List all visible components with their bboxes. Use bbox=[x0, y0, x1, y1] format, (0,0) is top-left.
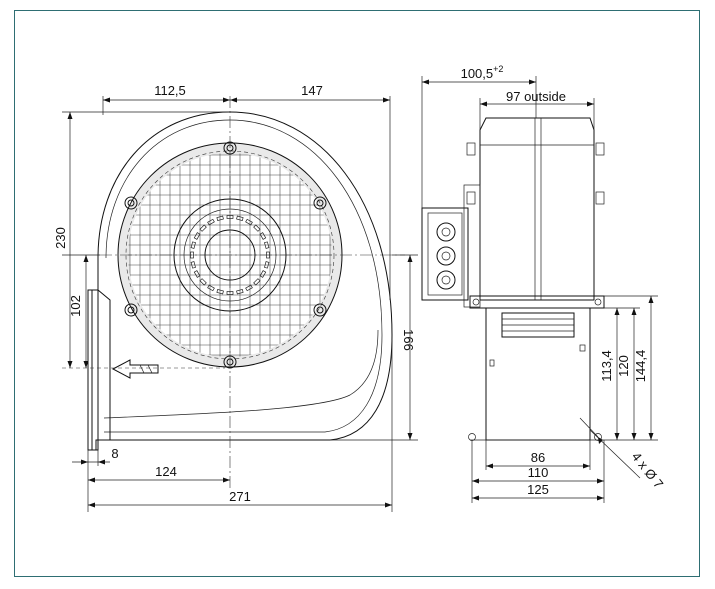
dim-side-right-3: 144,4 bbox=[633, 350, 648, 383]
mounting-hole-right-bottom-inner bbox=[316, 306, 324, 314]
cable-gland-1-inner bbox=[441, 227, 451, 237]
hub-slot bbox=[253, 278, 261, 286]
outlet-marker-right bbox=[579, 344, 586, 352]
hub-slot bbox=[199, 224, 207, 232]
side-view bbox=[421, 117, 605, 441]
dim-side-holes: 4 x Ø 7 bbox=[629, 449, 667, 491]
hub-slots bbox=[190, 215, 270, 295]
scroll-housing-outline bbox=[91, 111, 393, 451]
base-hole-left bbox=[468, 433, 476, 441]
mounting-hole-left-top-inner bbox=[127, 199, 135, 207]
hub-slot bbox=[207, 218, 215, 226]
dim-top-right: 147 bbox=[301, 83, 323, 98]
dim-right: 166 bbox=[401, 329, 416, 351]
mounting-hole-left-top bbox=[124, 196, 138, 210]
hub-slot bbox=[236, 289, 244, 295]
dim-side-bottom-3: 125 bbox=[527, 482, 549, 497]
base-corner-bevel bbox=[579, 417, 599, 438]
hub-slot bbox=[190, 261, 196, 269]
scroll-housing-inner bbox=[104, 119, 383, 433]
mounting-hole-right-top bbox=[313, 196, 327, 210]
hub-slot bbox=[259, 270, 267, 278]
stud-left-top bbox=[466, 142, 476, 156]
hub-slot bbox=[264, 241, 270, 249]
base-hole-right bbox=[594, 433, 602, 441]
mounting-hole-left-bottom-inner bbox=[127, 306, 135, 314]
cable-gland-3 bbox=[436, 270, 456, 290]
hub-slot bbox=[245, 218, 253, 226]
dim-left-inner: 102 bbox=[68, 295, 83, 317]
cable-gland-2-inner bbox=[441, 251, 451, 261]
hub-slot bbox=[199, 278, 207, 286]
dim-side-right-1: 113,4 bbox=[599, 350, 614, 382]
cable-gland-2 bbox=[436, 246, 456, 266]
side-view-dimensions bbox=[421, 76, 658, 503]
outlet-marker-left bbox=[489, 359, 495, 367]
mounting-hole-right-top-inner bbox=[316, 199, 324, 207]
hub-slot bbox=[264, 261, 270, 269]
outlet-edge bbox=[97, 289, 111, 440]
hub-slot bbox=[236, 215, 244, 221]
drawing-frame bbox=[14, 10, 700, 577]
dim-side-bottom-1: 86 bbox=[531, 450, 545, 465]
dim-side-bottom-2: 110 bbox=[528, 465, 549, 480]
stud-left-mid bbox=[466, 191, 476, 205]
dim-side-outside: 97 outside bbox=[506, 89, 566, 104]
side-studs bbox=[466, 142, 605, 205]
cable-gland-3-inner bbox=[441, 275, 451, 285]
front-view bbox=[62, 96, 405, 488]
stud-right-top bbox=[595, 142, 605, 156]
mounting-plate bbox=[469, 295, 605, 309]
dim-bottom-small: 8 bbox=[111, 446, 118, 461]
plate-hole-right bbox=[594, 298, 602, 306]
scroll-housing-rib bbox=[103, 329, 379, 419]
hub-slot bbox=[253, 224, 261, 232]
dim-left-outer: 230 bbox=[53, 227, 68, 249]
hub-slot bbox=[259, 232, 267, 240]
dim-side-top: 100,5+2 bbox=[461, 64, 504, 81]
hub-slot bbox=[190, 241, 196, 249]
terminal-box-inner bbox=[427, 212, 463, 296]
stud-right-mid bbox=[595, 191, 605, 205]
dim-bottom-mid: 124 bbox=[155, 464, 177, 479]
terminal-box-mount bbox=[463, 184, 481, 308]
airflow-arrow-hatch bbox=[139, 364, 153, 374]
plate-hole-left bbox=[472, 298, 480, 306]
airflow-arrow bbox=[111, 359, 159, 379]
dim-side-right-2: 120 bbox=[616, 355, 631, 377]
hub-slot bbox=[216, 289, 224, 295]
dim-top-left: 112,5 bbox=[154, 83, 186, 98]
cable-gland-1 bbox=[436, 222, 456, 242]
hub-slot bbox=[193, 232, 201, 240]
dim-bottom-total: 271 bbox=[229, 489, 251, 504]
outlet-opening-lines bbox=[502, 318, 574, 332]
hub-slot bbox=[193, 270, 201, 278]
mounting-hole-right-bottom bbox=[313, 303, 327, 317]
mounting-hole-left-bottom bbox=[124, 303, 138, 317]
hub-slot bbox=[216, 215, 224, 221]
hub-slot bbox=[245, 284, 253, 292]
terminal-box bbox=[421, 207, 469, 301]
outlet-flange bbox=[87, 289, 99, 451]
hub-slot bbox=[207, 284, 215, 292]
front-view-dimensions bbox=[62, 96, 418, 512]
